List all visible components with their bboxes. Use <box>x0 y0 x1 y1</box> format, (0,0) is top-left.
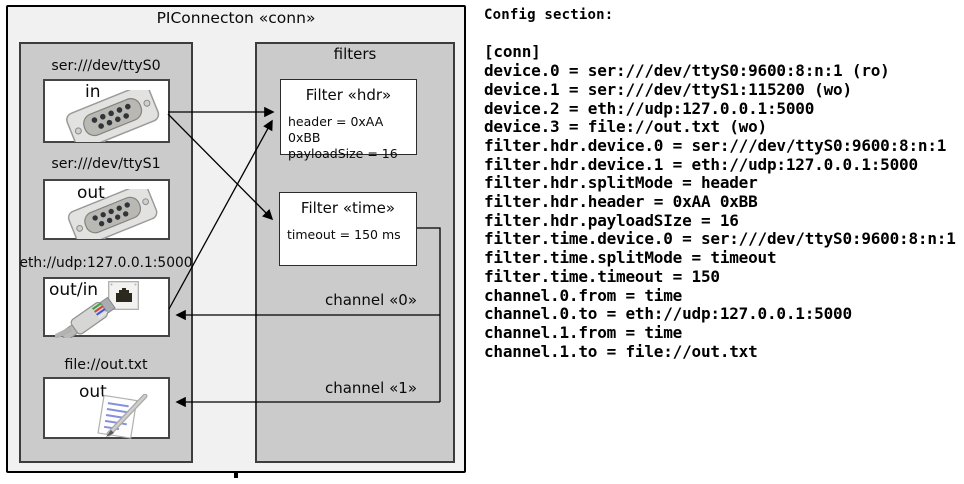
filter-hdr-box: Filter «hdr» header = 0xAA 0xBB payloadS… <box>280 79 417 161</box>
config-line: device.3 = file://out.txt (wo) <box>484 117 767 137</box>
config-line: filter.hdr.splitMode = header <box>484 173 758 193</box>
filter-hdr-title: Filter «hdr» <box>305 86 392 104</box>
config-line: device.0 = ser:///dev/ttyS0:9600:8:n:1 (… <box>484 61 890 81</box>
device-direction: out <box>77 183 105 203</box>
config-line: channel.0.from = time <box>484 285 683 305</box>
config-line: filter.time.timeout = 150 <box>484 266 720 286</box>
channel-1-label: channel «1» <box>324 379 417 397</box>
device-box-ttyS0: in <box>43 79 170 143</box>
device-direction: out/in <box>49 280 99 300</box>
device-box-ttyS1: out <box>43 179 170 240</box>
device-label-ttyS0: ser:///dev/ttyS0 <box>51 58 161 74</box>
config-line: channel.0.to = eth://udp:127.0.0.1:5000 <box>484 304 852 324</box>
diagram-title: PIConnecton «conn» <box>156 9 316 27</box>
device-box-eth: out/in <box>43 277 170 338</box>
device-direction: in <box>85 82 101 102</box>
device-direction: out <box>79 382 107 402</box>
filter-time-box: Filter «time» timeout = 150 ms <box>279 192 417 266</box>
config-heading: Config section: <box>484 7 614 23</box>
config-line: filter.time.splitMode = timeout <box>484 248 777 268</box>
device-label-ttyS1: ser:///dev/ttyS1 <box>51 156 161 172</box>
bottom-border-notch <box>234 471 238 478</box>
config-line: channel.1.from = time <box>484 322 683 342</box>
filter-hdr-header-prop: header = 0xAA 0xBB <box>288 114 384 145</box>
config-line: channel.1.to = file://out.txt <box>484 341 758 361</box>
config-line: filter.hdr.device.1 = eth://udp:127.0.0.… <box>484 154 918 174</box>
config-line: device.1 = ser:///dev/ttyS1:115200 (wo) <box>484 79 852 99</box>
config-line: filter.hdr.payloadSIze = 16 <box>484 210 739 230</box>
config-line: [conn] <box>484 42 541 62</box>
config-line: device.2 = eth://udp:127.0.0.1:5000 <box>484 98 815 118</box>
device-label-eth: eth://udp:127.0.0.1:5000 <box>19 255 193 271</box>
ethernet-rj45-icon <box>108 281 139 310</box>
config-line: filter.hdr.device.0 = ser:///dev/ttyS0:9… <box>484 135 947 155</box>
ethernet-cable-connector-icon <box>55 296 116 338</box>
config-section: Config section: [conn]device.0 = ser:///… <box>484 6 956 361</box>
filters-panel-title: filters <box>333 45 377 63</box>
device-label-file: file://out.txt <box>64 357 148 373</box>
filter-time-timeout-prop: timeout = 150 ms <box>287 227 401 242</box>
config-line: filter.time.device.0 = ser:///dev/ttyS0:… <box>484 229 956 249</box>
config-line: filter.hdr.header = 0xAA 0xBB <box>484 192 758 212</box>
config-lines: [conn]device.0 = ser:///dev/ttyS0:9600:8… <box>484 43 956 361</box>
channel-0-label: channel «0» <box>324 291 417 309</box>
filter-hdr-payload-prop: payloadSize = 16 <box>288 146 398 161</box>
filter-time-title: Filter «time» <box>300 199 396 217</box>
notepad-pen-icon <box>97 394 148 439</box>
serial-db9-connector-icon <box>67 189 158 239</box>
serial-db9-connector-icon <box>66 90 160 142</box>
device-box-file: out <box>43 377 170 439</box>
